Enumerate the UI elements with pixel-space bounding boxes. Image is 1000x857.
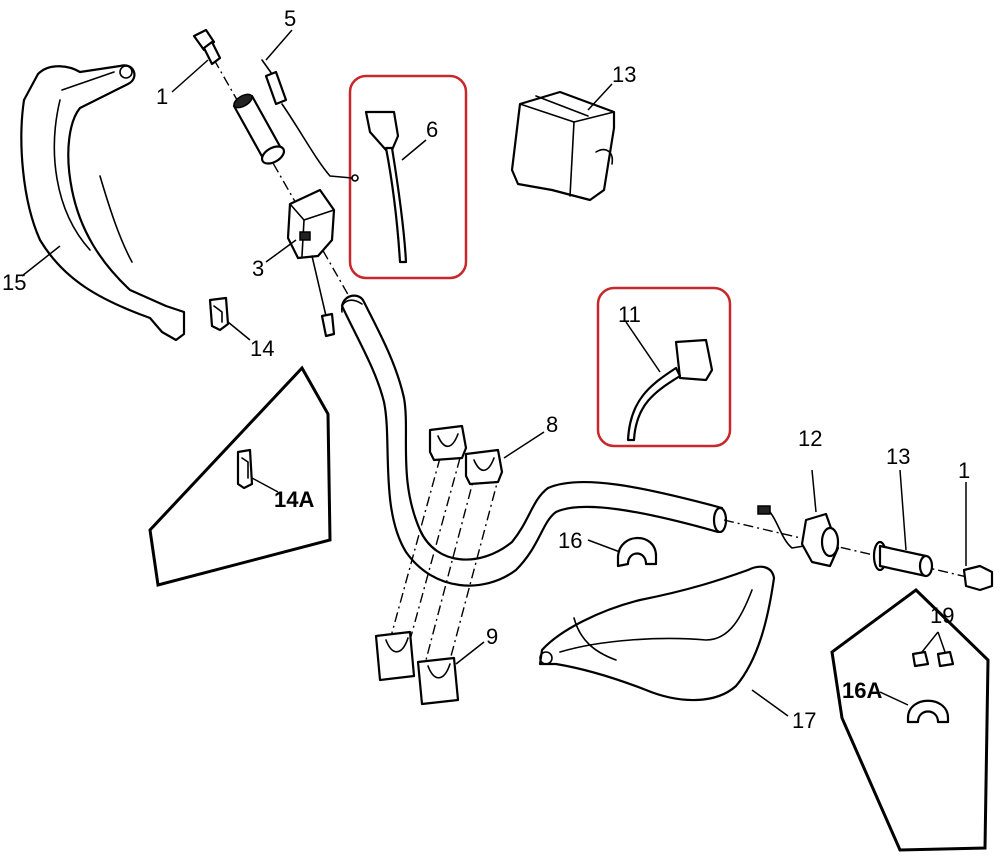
- callout-16: 16: [558, 528, 582, 553]
- callout-17: 17: [792, 708, 816, 733]
- part-19-nuts: [911, 650, 955, 668]
- part-14a-clip: [236, 448, 254, 490]
- part-8-upper-clamps: [428, 424, 504, 486]
- callout-15: 15: [2, 270, 26, 295]
- part-6-lever: [364, 110, 408, 264]
- callout-11: 11: [618, 302, 641, 327]
- callout-12: 12: [798, 426, 822, 451]
- part-11-lever: [626, 338, 714, 442]
- grip-left: [232, 93, 286, 165]
- callout-3: 3: [252, 256, 264, 281]
- callout-13-top: 13: [612, 62, 636, 87]
- part-17-handguard-right: [538, 565, 776, 702]
- highlight-box-lever-11: [596, 286, 732, 448]
- part-12-switch: [757, 505, 840, 568]
- handlebar: [340, 294, 728, 587]
- part-13-grip-right: [872, 540, 934, 578]
- part-16a-clamp: [906, 699, 950, 724]
- callout-6: 6: [426, 117, 438, 142]
- part-3-switch-housing: [286, 188, 336, 338]
- callout-19: 19: [930, 603, 954, 628]
- callout-9: 9: [486, 624, 498, 649]
- callout-1-left: 1: [156, 84, 168, 109]
- part-1-bolt-left: [192, 28, 222, 66]
- part-16-clamp: [616, 536, 658, 568]
- part-5-cable: [261, 59, 359, 182]
- callout-13-right: 13: [886, 444, 910, 469]
- callout-14: 14: [250, 336, 274, 361]
- callout-5: 5: [284, 6, 296, 31]
- callout-16a: 16A: [842, 678, 882, 703]
- callout-1-right: 1: [958, 458, 970, 483]
- part-14-clip: [208, 296, 230, 332]
- callout-14a: 14A: [274, 487, 314, 512]
- callout-8: 8: [546, 412, 558, 437]
- part-9-lower-clamps: [374, 630, 460, 706]
- highlight-box-lever-6: [348, 74, 468, 280]
- part-15-handguard-left: [20, 64, 186, 342]
- part-13-cover-top: [510, 90, 616, 202]
- part-1-bolt-right: [962, 564, 994, 592]
